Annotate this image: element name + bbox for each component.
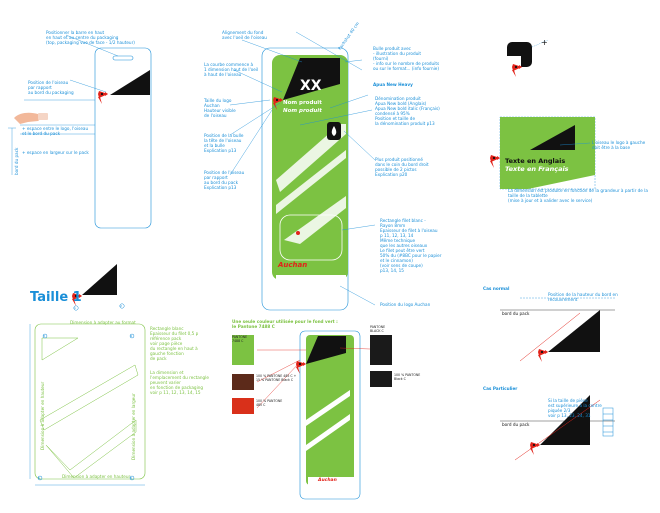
panel1-hook-note: Positionner la barre en haut en haut et … — [46, 30, 135, 45]
panel2-apua-note: Apua New Heavy — [373, 82, 413, 87]
panel5-mini-pack — [256, 330, 371, 500]
panel4-title: Taille 1 — [30, 290, 82, 305]
panel2-logo-size-note: Taille du logo Auchan Hauteur visible de… — [204, 98, 236, 118]
panel4-dim-bottom: Dimension à adapter en hauteur — [62, 474, 131, 479]
panel4-label-1: 1 — [74, 306, 76, 310]
panel2-rect-note: Rectangle filet blanc - Rayon 8mm Epaiss… — [380, 218, 442, 273]
panel5-swatch-1: PANTONE 7488 C — [232, 335, 254, 365]
panel1-side-note: bord du pack — [14, 147, 19, 175]
panel3-right-note: L'oiseau le logo à gauche doit être à la… — [592, 140, 646, 150]
panel2-logo-note: Position du logo Auchan — [380, 302, 431, 307]
panel3-bottom-note: La dimension est produite en fonction de… — [508, 188, 648, 203]
panel3-plus-symbol: + — [541, 38, 548, 47]
panel5-swatch-5-label: 100 % PANTONE Black C — [394, 373, 421, 381]
panel2-plus-note: Plus produit positionné dans le coin du … — [375, 157, 429, 177]
panel5-swatch-3 — [232, 374, 254, 390]
panel6-case-normal — [500, 297, 615, 362]
panel4-label-3: 3 — [43, 334, 45, 338]
panel2-product-fr: Nom produit — [283, 100, 322, 106]
panel4-dim-left2: Dimension à adapter en largeur — [131, 393, 136, 460]
panel4-label-6: 6 — [130, 476, 132, 480]
panel6-case2-note: Si la taille de pièce est supérieure à l… — [548, 398, 602, 418]
panel5-swatch-5 — [370, 371, 392, 387]
panel5-swatch-3-label: 100 % PANTONE 485 C + 15 % PANTONE Black… — [256, 374, 297, 382]
panel5-swatch-2: PANTONE BLACK C — [370, 325, 392, 365]
panel2-product-en: Nom produit — [283, 108, 322, 114]
panel2-info-note: Bulle produit avec - illustration du pro… — [373, 46, 440, 71]
panel5-swatch-1-label: PANTONE 7488 C — [232, 335, 248, 343]
panel4-bird-corner — [72, 264, 125, 311]
panel5-swatch-4 — [232, 398, 254, 414]
panel2-number: XX — [300, 78, 322, 94]
panel4-template — [29, 323, 146, 486]
panel2-bird-pos-note: Position de l'oiseau par rapport au bord… — [204, 170, 245, 190]
panel4-label-2: 2 — [120, 304, 122, 308]
panel1-package-outline — [8, 34, 152, 229]
panel1-margin-note: + espace en largeur sur le pack — [22, 150, 89, 155]
panel6-case1-note: Position de la hauteur du bord en recouv… — [548, 292, 618, 302]
panel2-curve-note: La courbe commence à 1 dimension haut de… — [204, 62, 259, 77]
panel2-package — [229, 31, 376, 311]
panel2-denom-note: Dénomination produit Apua New bold (Angl… — [375, 96, 440, 126]
panel4-label-5: 5 — [38, 476, 40, 480]
panel4-dim-top: Dimension à adapter au format — [70, 320, 136, 325]
panel3-label — [490, 116, 596, 190]
panel3-title-en: Texte en Anglais — [505, 157, 566, 165]
panel4-dim-left: Dimension à adapter en hauteur — [40, 381, 45, 450]
panel6-case1-title: Cas normal — [483, 286, 510, 291]
panel4-label-4: 4 — [130, 334, 132, 338]
panel5-brand-logo: Auchan — [318, 478, 337, 483]
panel5-title: Une seule couleur utilisée pour le fond … — [232, 319, 338, 329]
panel6-case2-title: Cas Particulier — [483, 386, 518, 391]
panel3-title-fr: Texte en Français — [505, 165, 569, 173]
panel4-green-note2: La dimension et l'emplacement du rectang… — [150, 370, 209, 395]
panel1-bird-note: Position de l'oiseau par rapport au bord… — [28, 80, 74, 95]
panel1-hand-illustration — [14, 112, 48, 124]
panel6-case-particular — [500, 395, 615, 461]
panel1-separator-note: + espace entre le logo, l'oiseau et le b… — [22, 126, 89, 136]
panel2-brand-logo: Auchan — [278, 261, 308, 269]
panel2-align-note: Alignement du fond avec l'oeil de l'oise… — [222, 30, 267, 40]
panel5-swatch-2-label: PANTONE BLACK C — [370, 325, 386, 333]
panel6-case2-edge: bord du pack — [502, 422, 530, 427]
panel3-corner — [507, 39, 549, 77]
panel4-green-note: Rectangle blanc Epaisseur du filet 0,5 p… — [150, 326, 199, 361]
panel2-label-pos-note: Position de la bulle la tête de l'oiseau… — [204, 133, 244, 153]
panel6-case1-edge: bord du pack — [502, 311, 530, 316]
panel5-swatch-4-label: 100 % PANTONE 485 C — [256, 399, 283, 407]
